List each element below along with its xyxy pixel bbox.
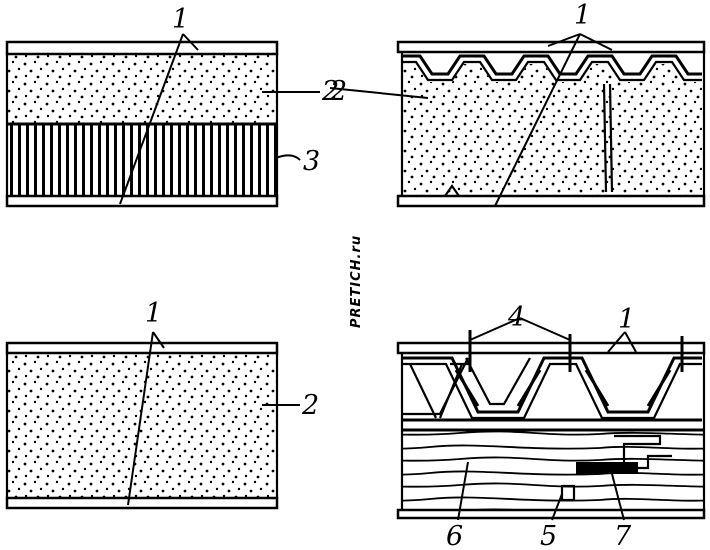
callout-6: 6 — [446, 521, 463, 550]
panel-top-right: 1 2 — [329, 0, 706, 208]
callout-3: 3 — [303, 146, 320, 177]
callout-1: 1 — [145, 298, 162, 329]
skin-bottom — [5, 194, 279, 208]
panel-top-left: 1 2 3 — [5, 4, 339, 208]
panel-bottom-right: 4 1 6 5 7 — [396, 302, 706, 550]
skin-bottom — [396, 194, 706, 208]
callout-2: 2 — [329, 76, 347, 107]
honeycomb-layer — [7, 124, 277, 196]
wood-layer — [402, 430, 704, 510]
callout-1: 1 — [574, 0, 591, 31]
skin-top — [5, 341, 279, 355]
callout-2: 2 — [321, 76, 339, 107]
corrugated-sheet — [402, 54, 702, 76]
skin-bottom — [5, 496, 279, 510]
panel-bottom-left: 1 2 — [5, 298, 319, 510]
callout-2: 2 — [301, 390, 319, 421]
callout-7: 7 — [614, 521, 632, 550]
callout-1: 1 — [172, 4, 189, 35]
skin-bottom — [396, 508, 706, 520]
callout-4: 4 — [507, 302, 525, 333]
callout-1: 1 — [618, 304, 635, 335]
foam-core — [7, 54, 277, 124]
foam-core — [7, 353, 277, 498]
skin-top — [5, 40, 279, 56]
fastener-plate — [576, 462, 638, 474]
callout-5: 5 — [540, 521, 557, 550]
skin-top — [396, 40, 706, 54]
skin-top — [396, 341, 706, 355]
foam-core — [402, 64, 702, 196]
watermark: PRETICH.ru — [349, 235, 364, 328]
